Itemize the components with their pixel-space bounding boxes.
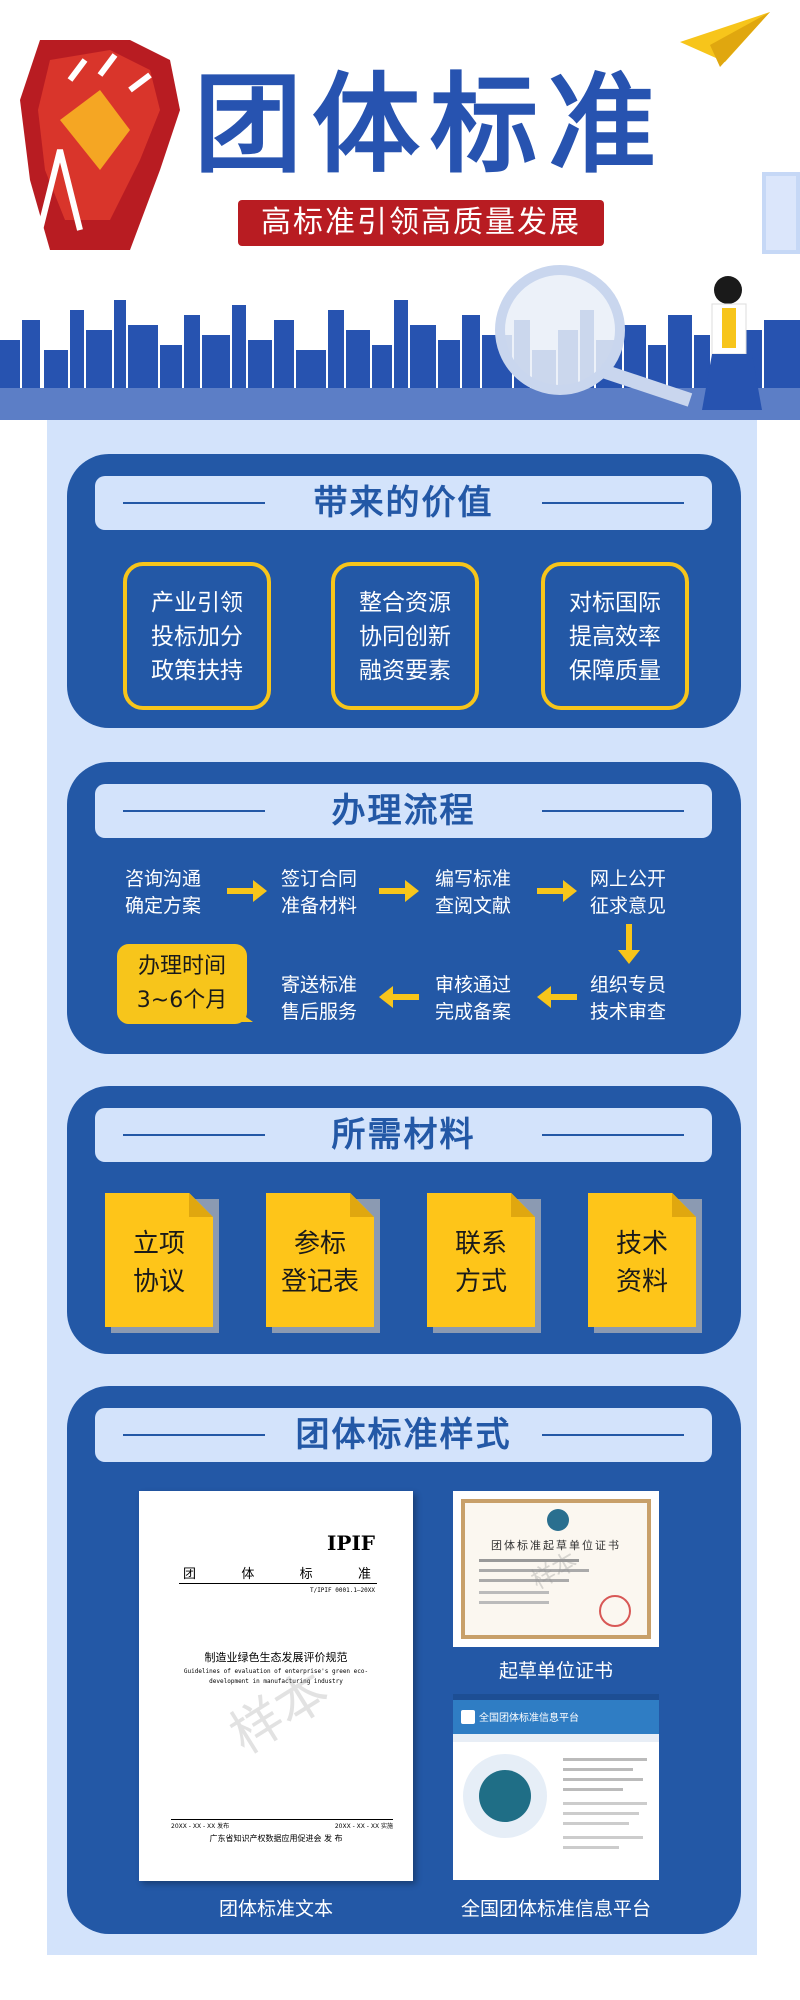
value-item: 整合资源 协同创新 融资要素 — [331, 562, 479, 710]
page-subtitle: 高标准引领高质量发展 — [238, 200, 604, 246]
city-skyline-illustration — [0, 265, 800, 420]
certificate-title: 团体标准起草单位证书 — [491, 1539, 621, 1552]
red-seal-icon — [599, 1595, 631, 1627]
arrow-right-icon — [227, 880, 267, 902]
header-divider-right — [542, 810, 684, 812]
doc-kind: 团 体 标 准 — [183, 1567, 375, 1582]
certificate-sample: 团体标准起草单位证书 样本 — [453, 1491, 659, 1647]
arrow-left-icon — [537, 986, 577, 1008]
process-step: 签订合同 准备材料 — [280, 868, 357, 917]
doc-rule — [179, 1583, 377, 1584]
process-section-title: 办理流程 — [331, 791, 476, 831]
processing-time-badge: 办理时间 3~6个月 — [117, 944, 247, 1024]
doc-publish-date: 20XX - XX - XX 发布 — [171, 1823, 230, 1830]
paper-plane-icon — [680, 12, 770, 67]
header-divider-right — [542, 1134, 684, 1136]
materials-section-title: 所需材料 — [331, 1115, 476, 1155]
platform-logo-icon — [461, 1710, 475, 1724]
process-section: 办理流程 咨询沟通 确定方案 签订合同 准备材料 编写标准 查阅文献 网上公开 … — [67, 762, 741, 1054]
process-step: 审核通过 完成备案 — [434, 974, 511, 1023]
doc-number: T/IPIF 0001.1—20XX — [309, 1587, 375, 1594]
std-doc-caption: 团体标准文本 — [218, 1898, 333, 1920]
material-document: 技术 资料 — [588, 1193, 702, 1333]
arrow-right-icon — [537, 880, 577, 902]
raised-fist-illustration — [20, 40, 180, 250]
value-item: 产业引领 投标加分 政策扶持 — [123, 562, 271, 710]
doc-rule — [171, 1819, 393, 1820]
value-section: 带来的价值 产业引领 投标加分 政策扶持 整合资源 协同创新 融资要素 对标国际… — [67, 454, 741, 728]
speech-bubble-tail — [239, 1012, 253, 1022]
platform-screenshot-sample: 全国团体标准信息平台 — [453, 1694, 659, 1880]
cert-caption: 起草单位证书 — [498, 1660, 613, 1682]
process-step: 组织专员 技术审查 — [589, 974, 666, 1023]
process-step: 寄送标准 售后服务 — [280, 974, 357, 1023]
header-divider-right — [542, 1434, 684, 1436]
value-section-header: 带来的价值 — [95, 476, 712, 530]
value-item: 对标国际 提高效率 保障质量 — [541, 562, 689, 710]
samples-section-header: 团体标准样式 — [95, 1408, 712, 1462]
materials-section-header: 所需材料 — [95, 1108, 712, 1162]
process-step: 咨询沟通 确定方案 — [124, 868, 201, 917]
header-divider-left — [123, 1134, 265, 1136]
decorative-frame — [762, 172, 800, 254]
doc-title-en: Guidelines of evaluation of enterprise's… — [183, 1668, 369, 1685]
header-divider-left — [123, 502, 265, 504]
material-document: 联系 方式 — [427, 1193, 541, 1333]
doc-brand-code: IPIF — [327, 1531, 375, 1555]
platform-caption: 全国团体标准信息平台 — [460, 1898, 651, 1920]
header-divider-left — [123, 1434, 265, 1436]
doc-publisher: 广东省知识产权数据应用促进会 发 布 — [209, 1834, 343, 1843]
header-divider-left — [123, 810, 265, 812]
arrow-down-icon — [618, 924, 640, 964]
standard-document-sample: IPIF 团 体 标 准 T/IPIF 0001.1—20XX 制造业绿色生态发… — [139, 1491, 413, 1881]
materials-section: 所需材料 立项 协议 参标 登记表 联系 方式 技术 资 — [67, 1086, 741, 1354]
platform-emblem-icon — [479, 1770, 531, 1822]
arrow-right-icon — [379, 880, 419, 902]
process-step: 编写标准 查阅文献 — [434, 868, 511, 917]
samples-section-title: 团体标准样式 — [295, 1415, 512, 1455]
process-step: 网上公开 征求意见 — [589, 868, 666, 917]
certificate-emblem-icon — [547, 1509, 569, 1531]
doc-implement-date: 20XX - XX - XX 实施 — [334, 1823, 393, 1830]
value-section-title: 带来的价值 — [313, 483, 494, 523]
platform-banner-title: 全国团体标准信息平台 — [479, 1713, 579, 1724]
material-document: 参标 登记表 — [266, 1193, 380, 1333]
process-section-header: 办理流程 — [95, 784, 712, 838]
page-title: 团体标准 — [193, 63, 666, 188]
samples-section: 团体标准样式 IPIF 团 体 标 准 T/IPIF 0001.1—20XX 制… — [67, 1386, 741, 1934]
doc-title: 制造业绿色生态发展评价规范 — [204, 1651, 348, 1664]
arrow-left-icon — [379, 986, 419, 1008]
header-divider-right — [542, 502, 684, 504]
material-document: 立项 协议 — [105, 1193, 219, 1333]
